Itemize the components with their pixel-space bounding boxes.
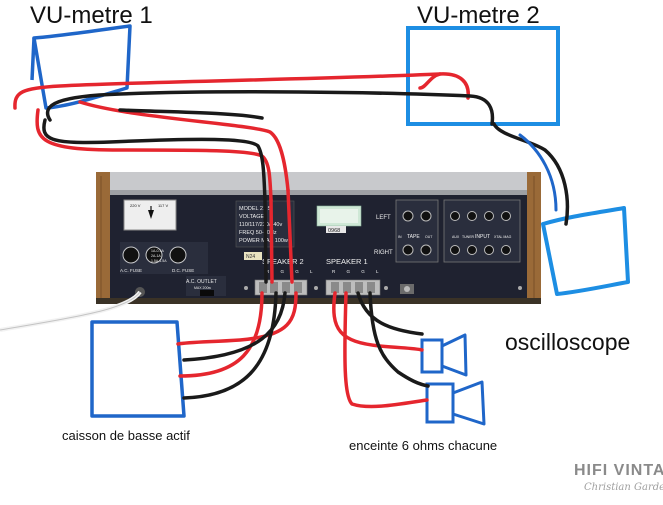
red-wire-spk2-a (286, 188, 294, 284)
amplifier-top-cover-edge (108, 190, 528, 195)
dc-fuse-label: D.C. FUSE (172, 268, 194, 273)
ac-outlet-max: MAX 200w (194, 286, 211, 290)
wood-side-left (96, 172, 110, 302)
selector-value-1: 220 V (130, 203, 141, 208)
red-wires (13, 72, 470, 409)
black-wire-speaker-b (368, 291, 430, 388)
tape-out-label: OUT (425, 235, 433, 239)
left-label: LEFT (376, 215, 391, 221)
amplifier-top-cover (108, 172, 528, 194)
subwoofer-box (90, 320, 186, 418)
ac-outlet-label: A.C. OUTLET (186, 279, 217, 285)
screw (384, 286, 388, 290)
red-wire-speaker-b (343, 291, 429, 409)
speaker-1-terminal-strip (325, 279, 381, 296)
rca-jack (450, 245, 460, 255)
model-line-5: POWER MAX 100w (239, 238, 288, 244)
speaker-1-terminals (331, 282, 375, 293)
ac-outlet-socket (200, 290, 214, 296)
red-wire-left-loop (35, 108, 273, 202)
xtal-mag-label: XTAL MAG (494, 235, 512, 239)
speaker-1-polarity: R G G L (332, 269, 384, 274)
speaker-2-terminals (259, 282, 302, 293)
black-wire-spk2-c (182, 291, 278, 400)
subwoofer-label: caisson de basse actif (62, 428, 190, 443)
oscilloscope-label: oscilloscope (505, 329, 631, 355)
rca-jack (467, 211, 477, 221)
aux-label: AUX (452, 235, 460, 239)
screw (244, 286, 248, 290)
input-label: INPUT (475, 234, 490, 240)
small-tag (244, 252, 262, 260)
vu-meter-1-box (30, 24, 132, 110)
black-wire-vu-loop (45, 90, 495, 126)
dc-fuse-holder-1 (145, 246, 163, 264)
tuner-label: TUNER (462, 235, 475, 239)
tape-label: TAPE (407, 234, 420, 240)
model-line-1: MODEL 22 S (239, 206, 272, 212)
rca-jack (467, 245, 477, 255)
speaker-2-label: SPEAKER 2 (262, 257, 304, 266)
tape-in-label: IN (398, 235, 402, 239)
serial-plate (326, 226, 346, 233)
rca-jack (501, 211, 511, 221)
rca-jack (484, 211, 494, 221)
oscilloscope-box (541, 206, 630, 296)
speaker-1-label: SPEAKER 1 (326, 257, 368, 266)
amplifier-bottom (96, 298, 541, 304)
model-line-4: FREQ 50-60Hz (239, 230, 277, 236)
red-wire-cross (78, 100, 290, 192)
ac-fuse-holder (122, 246, 140, 264)
ac-fuse-label: A.C. FUSE (120, 268, 142, 273)
black-wire-speaker-a (356, 291, 424, 336)
red-wire-vu-loop (13, 72, 470, 110)
black-wire-spk2-b (182, 291, 287, 362)
fuse-value-1: 1A-0-1A (151, 249, 165, 253)
red-wire-to-subwoofer (176, 291, 298, 346)
speaker-symbol-1 (420, 333, 468, 377)
tape-jack-block (395, 199, 439, 263)
black-wire-to-oscilloscope (492, 122, 570, 226)
black-wires (42, 90, 570, 400)
fuse-value-2: 2A-1A (151, 254, 161, 258)
selector-arrow-icon (148, 210, 154, 219)
rca-jack (501, 245, 511, 255)
screw (314, 286, 318, 290)
watermark: HIFI VINTAGE (574, 462, 663, 479)
watermark-signature: Christian Gardes (584, 482, 663, 493)
selector-value-2: 117 V (158, 203, 168, 208)
fuse-value-3: 1.5A-1.5A (151, 259, 167, 263)
black-wire-vu1-link (118, 108, 264, 120)
speaker-symbol-2 (425, 380, 486, 426)
serial-number: 0968 (328, 228, 340, 234)
small-tag-text: N24 (246, 254, 255, 260)
screw (518, 286, 522, 290)
speakers-label: enceinte 6 ohms chacune (349, 438, 498, 453)
rca-jack (484, 245, 494, 255)
rca-jack (450, 211, 460, 221)
amplifier: 220 V 117 V 1A-0-1A 2A-1A 1.5A-1.5A A.C.… (96, 172, 541, 304)
blue-wire-oscilloscope (518, 133, 558, 212)
rca-jack (402, 210, 414, 222)
red-wire-vu2-drop (418, 72, 442, 90)
dc-fuse-holder-2 (169, 246, 187, 264)
vu-meter-1-label: VU-metre 1 (30, 2, 153, 29)
vu-meter-2-label: VU-metre 2 (417, 2, 540, 29)
model-line-3: 110/117/220/240v (239, 222, 282, 228)
model-line-2: VOLTAGE (239, 214, 264, 220)
rca-jack (420, 210, 432, 222)
blue-wires (518, 133, 558, 212)
speaker-2-polarity: R G G L (266, 269, 318, 274)
rca-jack (402, 244, 414, 256)
rca-jack (420, 244, 432, 256)
red-wire-to-subwoofer-2 (269, 198, 274, 284)
right-label: RIGHT (374, 250, 393, 256)
black-wire-left-loop (42, 118, 268, 284)
ac-outlet-plate (186, 276, 226, 296)
